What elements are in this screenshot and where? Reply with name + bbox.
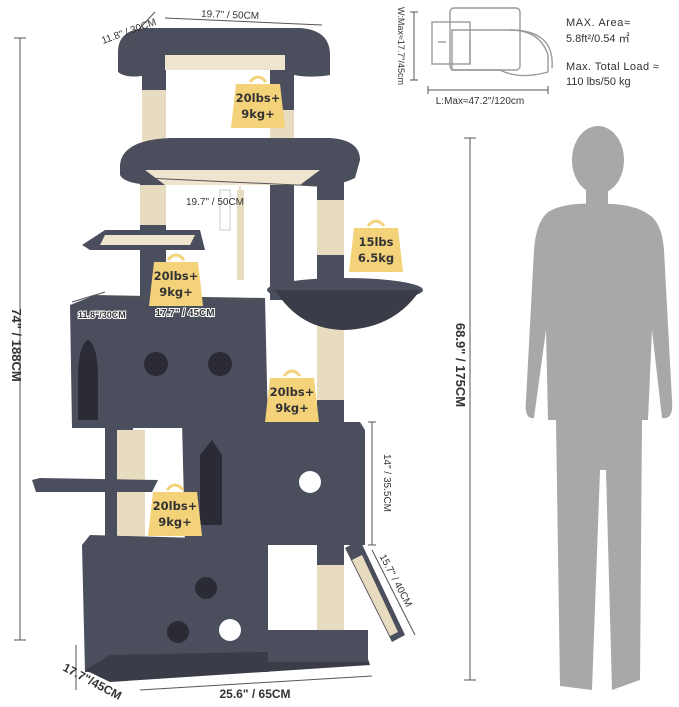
footprint-outline-icon: [431, 7, 553, 77]
load-badge-1: 20lbs+ 9kg+: [231, 75, 285, 128]
overall-height-label: 74" / 188CM: [9, 308, 24, 381]
load-2-lbs: 15lbs: [358, 235, 393, 249]
max-area-label: MAX. Area≈: [566, 17, 631, 29]
condo-depth-label: 11.8"/30CM: [78, 310, 126, 320]
load-3-kg: 9kg+: [159, 285, 193, 299]
person-silhouette-icon: [525, 126, 673, 690]
cradle-bed: [120, 138, 360, 187]
bottom-condo: [82, 535, 268, 672]
middle-condo-height-dimension: 14" / 35.5CM: [368, 421, 392, 546]
load-5-lbs: 20lbs+: [153, 499, 198, 513]
middle-condo-height-label: 14" / 35.5CM: [381, 454, 392, 512]
load-badge-5: 20lbs+ 9kg+: [148, 483, 202, 536]
upper-condo: [70, 295, 268, 428]
width-max-label: W:Max≈17.7"/45cm: [396, 7, 406, 85]
condo-width-label: 17.7" / 45CM: [155, 308, 214, 319]
overall-height-dimension: 74" / 188CM: [9, 37, 26, 641]
top-perch-width-label: 19.7" / 50CM: [201, 9, 259, 22]
load-badge-4: 20lbs+ 9kg+: [265, 369, 319, 422]
load-3-lbs: 20lbs+: [154, 269, 199, 283]
base-width-label: 25.6" / 65CM: [219, 687, 290, 701]
load-badge-2: 15lbs 6.5kg: [349, 219, 403, 272]
person-height-dimension: 68.9" / 175CM: [453, 137, 476, 681]
load-5-kg: 9kg+: [158, 515, 192, 529]
max-area-value: 5.8ft²/0.54 ㎡: [566, 32, 630, 45]
middle-condo: [182, 422, 365, 545]
load-badge-3: 20lbs+ 9kg+: [149, 253, 203, 306]
length-max-label: L:Max≈47.2"/120cm: [436, 96, 525, 107]
load-4-kg: 9kg+: [275, 401, 309, 415]
hammock: [267, 278, 423, 330]
footprint-diagram: W:Max≈17.7"/45cm L:Max≈47.2"/120cm: [396, 7, 553, 107]
max-load-label: Max. Total Load ≈: [566, 61, 659, 73]
spec-text: MAX. Area≈ 5.8ft²/0.54 ㎡ Max. Total Load…: [566, 17, 659, 88]
max-load-value: 110 lbs/50 kg: [566, 76, 631, 88]
load-2-kg: 6.5kg: [358, 251, 394, 265]
load-4-lbs: 20lbs+: [270, 385, 315, 399]
person-height-label: 68.9" / 175CM: [453, 323, 468, 407]
top-perch: [118, 28, 330, 77]
cradle-width-label: 19.7" / 50CM: [186, 197, 244, 208]
load-1-kg: 9kg+: [241, 107, 275, 121]
cat-tree: [32, 28, 423, 682]
cradle-dimensions: 19.7" / 50CM: [144, 177, 319, 208]
left-shelf: [32, 478, 158, 492]
load-1-lbs: 20lbs+: [236, 91, 281, 105]
